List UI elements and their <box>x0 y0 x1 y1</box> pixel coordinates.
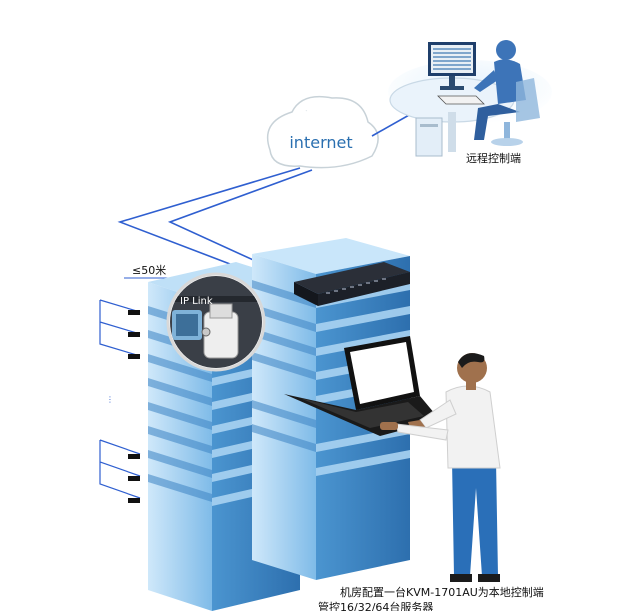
rack-connectors <box>128 310 140 503</box>
caption-line-1: 机房配置一台KVM-1701AU为本地控制端 <box>340 585 544 599</box>
cloud-label: internet <box>289 133 352 152</box>
operator-person-icon <box>380 353 501 582</box>
ellipsis-mark: ⋮ <box>106 395 114 404</box>
desk-workstation-icon <box>389 40 540 157</box>
cable-cloud-rack-a <box>117 167 301 265</box>
distance-label: ≤50米 <box>132 264 166 277</box>
cloud-icon <box>264 94 384 172</box>
cable-cloud-rack-b <box>167 169 313 265</box>
console-laptop-icon <box>284 336 440 436</box>
remote-label: 远程控制端 <box>466 151 521 165</box>
rack-cabling-left <box>99 299 141 499</box>
kvm-switch-icon <box>294 262 410 306</box>
ip-link-connector-icon <box>166 272 266 372</box>
caption-line-2: 管控16/32/64台服务器 <box>318 600 433 611</box>
ip-link-label: IP Link <box>180 296 213 307</box>
